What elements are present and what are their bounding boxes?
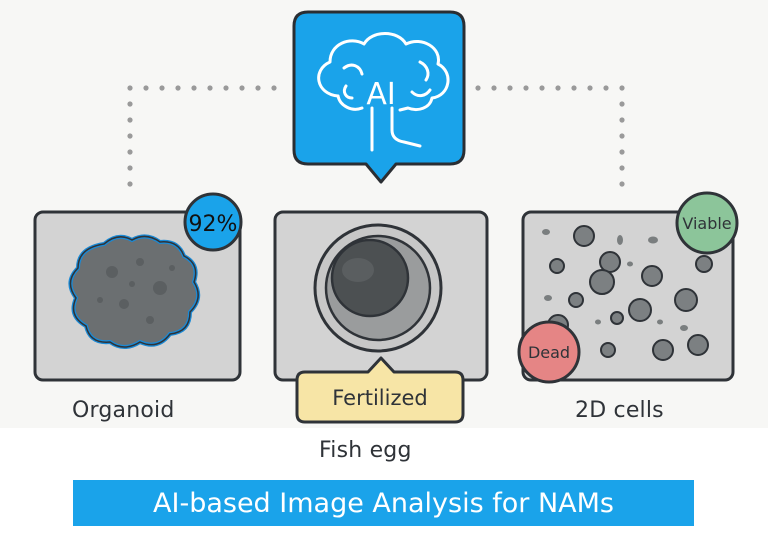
organoid-shape [68,234,201,349]
page-title: AI-based Image Analysis for NAMs [73,480,694,526]
cells-panel: Viable Dead [517,191,739,384]
connector-left [127,85,277,187]
viable-text: Viable [682,214,731,233]
ai-badge: AI [292,10,466,184]
score-badge: 92% [183,192,243,252]
brain-icon [317,32,450,152]
debris [542,229,688,331]
organoid-label: Organoid [72,398,175,423]
dead-text: Dead [528,343,570,362]
ai-text: AI [366,77,395,112]
dotted-connectors [127,85,625,187]
organoid-panel: 92% [33,192,243,382]
cells-label: 2D cells [575,398,664,423]
fertilized-callout: Fertilized [295,356,465,424]
viable-badge: Viable [675,191,739,255]
cells [547,225,713,361]
fertilized-text: Fertilized [332,386,428,410]
dead-badge: Dead [517,320,581,384]
fish-egg-panel: Fertilized [273,210,489,424]
connector-right [475,85,625,187]
fish-egg-label: Fish egg [319,438,412,463]
score-text: 92% [189,212,238,237]
